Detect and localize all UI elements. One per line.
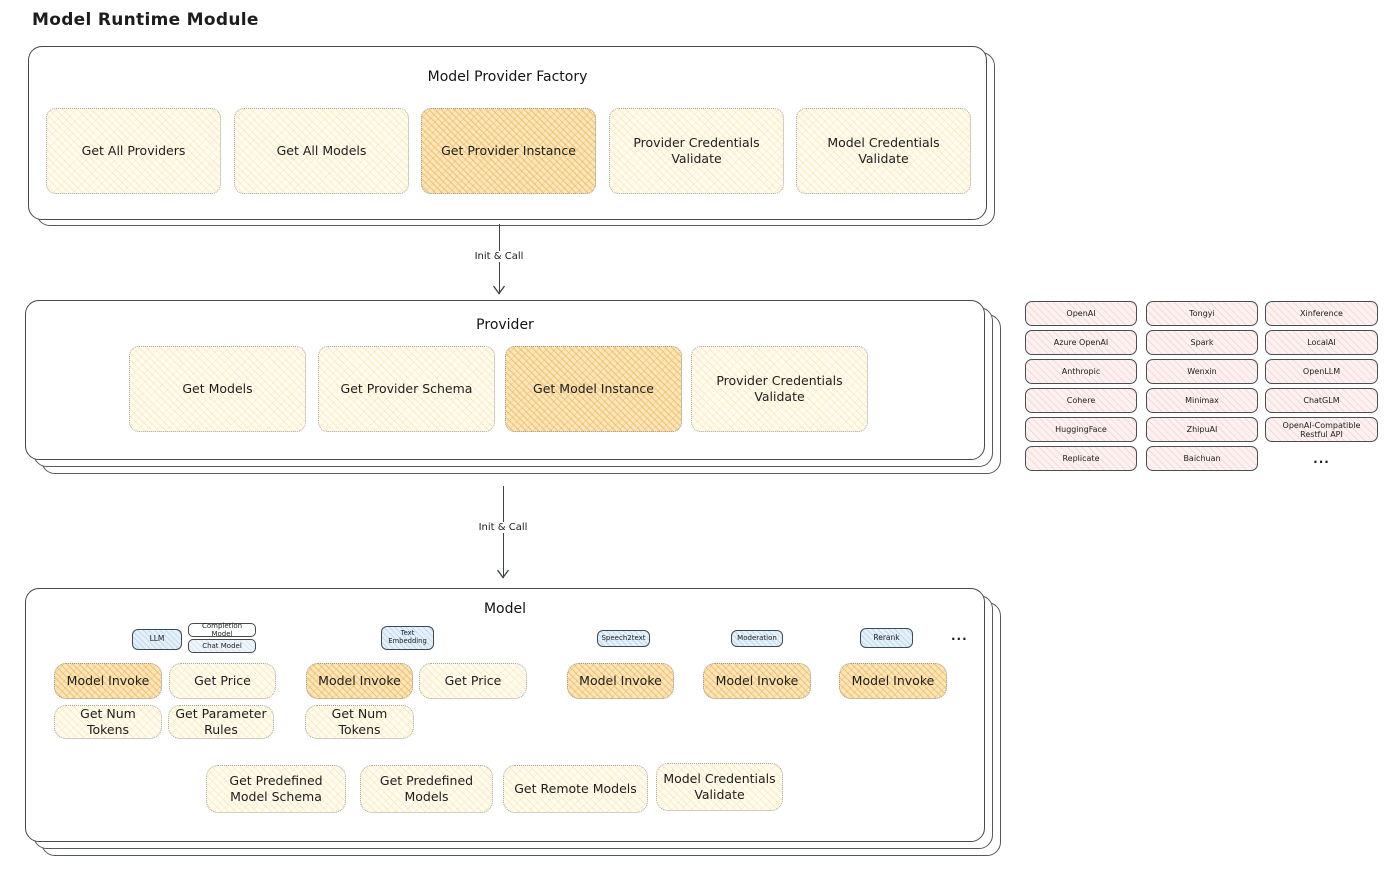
factory-op-get-all-models: Get All Models: [234, 108, 409, 194]
llm-op-get-num-tokens: Get Num Tokens: [54, 705, 162, 739]
tag-text-embedding: Text Embedding: [381, 626, 434, 650]
model-op-get-predefined-model-schema: Get Predefined Model Schema: [206, 765, 346, 813]
arrow-label-init-call-1: Init & Call: [470, 251, 528, 262]
llm-op-get-price: Get Price: [169, 663, 276, 699]
page-title: Model Runtime Module: [32, 10, 259, 30]
factory-op-provider-credentials-validate: Provider Credentials Validate: [609, 108, 784, 194]
te-op-get-price: Get Price: [419, 663, 527, 699]
factory-op-model-credentials-validate: Model Credentials Validate: [796, 108, 971, 194]
provider-chip-huggingface: HuggingFace: [1025, 417, 1137, 442]
provider-op-get-model-instance: Get Model Instance: [505, 346, 682, 432]
moderation-op-model-invoke: Model Invoke: [703, 663, 811, 699]
provider-chip-chatglm: ChatGLM: [1265, 388, 1378, 413]
arrow-head-icon: [492, 285, 506, 295]
more-providers-ellipsis: ...: [1313, 451, 1330, 466]
provider-op-get-provider-schema: Get Provider Schema: [318, 346, 495, 432]
provider-chip-azure-openai: Azure OpenAI: [1025, 330, 1137, 355]
llm-op-model-invoke: Model Invoke: [54, 663, 162, 699]
provider-chip-openai-compatible-restful-api: OpenAI-Compatible Restful API: [1265, 417, 1378, 442]
provider-chip-anthropic: Anthropic: [1025, 359, 1137, 384]
model-op-get-predefined-models: Get Predefined Models: [360, 765, 493, 813]
te-op-model-invoke: Model Invoke: [306, 663, 413, 699]
provider-chip-openai: OpenAI: [1025, 301, 1137, 326]
model-container: Model LLM Completion Model Chat Model Te…: [25, 588, 985, 842]
provider-chip-zhipuai: ZhipuAI: [1146, 417, 1258, 442]
factory-op-get-provider-instance: Get Provider Instance: [421, 108, 596, 194]
model-op-get-remote-models: Get Remote Models: [503, 765, 648, 813]
provider-chip-minimax: Minimax: [1146, 388, 1258, 413]
provider-chip-xinference: Xinference: [1265, 301, 1378, 326]
tag-speech2text: Speech2text: [597, 630, 650, 647]
provider-title: Provider: [476, 317, 534, 333]
provider-container: Provider Get Models Get Provider Schema …: [25, 300, 985, 460]
provider-chip-baichuan: Baichuan: [1146, 446, 1258, 471]
tag-rerank: Rerank: [860, 628, 913, 648]
llm-op-get-parameter-rules: Get Parameter Rules: [168, 705, 274, 739]
tag-chat-model: Chat Model: [188, 639, 256, 653]
factory-op-get-all-providers: Get All Providers: [46, 108, 221, 194]
model-op-model-credentials-validate: Model Credentials Validate: [656, 763, 783, 811]
tag-completion-model: Completion Model: [188, 622, 256, 638]
tag-moderation: Moderation: [731, 630, 783, 647]
s2t-op-model-invoke: Model Invoke: [567, 663, 674, 699]
provider-chip-wenxin: Wenxin: [1146, 359, 1258, 384]
more-model-types-ellipsis: ...: [951, 629, 968, 643]
te-op-get-num-tokens: Get Num Tokens: [305, 705, 414, 739]
provider-op-provider-credentials-validate: Provider Credentials Validate: [691, 346, 868, 432]
tag-llm: LLM: [132, 629, 182, 650]
provider-chip-replicate: Replicate: [1025, 446, 1137, 471]
provider-chip-tongyi: Tongyi: [1146, 301, 1258, 326]
provider-chip-cohere: Cohere: [1025, 388, 1137, 413]
factory-container: Model Provider Factory Get All Providers…: [28, 46, 987, 220]
arrow-head-icon: [496, 569, 510, 579]
rerank-op-model-invoke: Model Invoke: [839, 663, 947, 699]
provider-op-get-models: Get Models: [129, 346, 306, 432]
factory-title: Model Provider Factory: [427, 69, 588, 85]
provider-chip-openllm: OpenLLM: [1265, 359, 1378, 384]
provider-chip-localai: LocalAI: [1265, 330, 1378, 355]
model-title: Model: [483, 601, 527, 617]
provider-chip-spark: Spark: [1146, 330, 1258, 355]
arrow-label-init-call-2: Init & Call: [474, 522, 532, 533]
